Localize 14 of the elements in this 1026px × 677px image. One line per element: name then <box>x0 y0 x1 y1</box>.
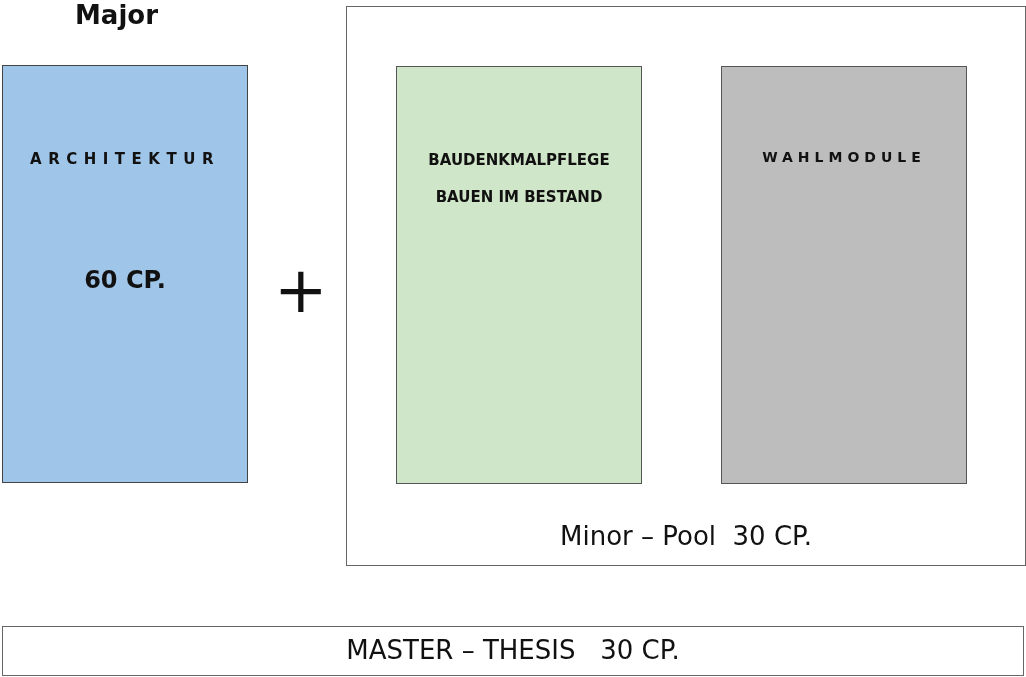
module-box <box>396 66 642 484</box>
thesis-bar <box>2 626 1024 676</box>
module-box <box>2 65 248 483</box>
pool-panel <box>346 6 1026 566</box>
thesis-title: MASTER – THESIS 30 CP. <box>345 635 681 665</box>
group-heading: Major <box>75 0 158 30</box>
module-title: BAUEN IM BESTAND <box>434 188 604 206</box>
pool-caption: Minor – Pool 30 CP. <box>559 521 813 551</box>
module-title: BAUDENKMALPFLEGE <box>427 151 611 169</box>
module-box <box>721 66 967 484</box>
plus-sign: + <box>274 258 328 322</box>
module-title: ARCHITEKTUR <box>29 150 221 168</box>
module-title: WAHLMODULE <box>761 149 927 165</box>
credit-points: 60 CP. <box>83 266 167 294</box>
